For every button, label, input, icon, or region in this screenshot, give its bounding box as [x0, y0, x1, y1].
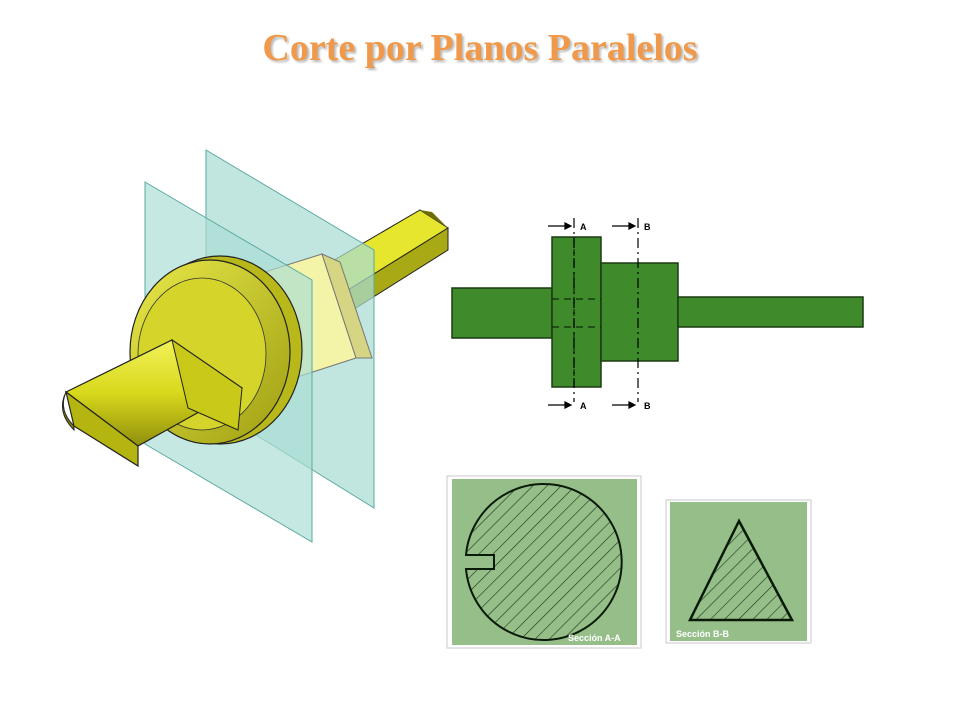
- front-shaft: [61, 338, 244, 468]
- right-shaft-rect: [677, 296, 864, 328]
- arrow-b-bottom: [612, 401, 637, 409]
- arrow-a-bottom: [548, 401, 573, 409]
- section-aa-hatched-disk: [464, 483, 623, 641]
- arrow-b-top: [612, 222, 637, 230]
- section-bb-hatched-triangle: [687, 518, 795, 622]
- section-marker-b-top: B: [644, 222, 651, 232]
- section-marker-a-top: A: [580, 222, 587, 232]
- elevation-view: A B A B: [451, 218, 864, 411]
- isometric-part: [61, 149, 450, 543]
- section-marker-a-bottom: A: [580, 401, 587, 411]
- flange-rect: [551, 236, 602, 388]
- page-title: Corte por Planos Paralelos: [262, 27, 698, 69]
- section-bb-label: Sección B-B: [676, 629, 730, 639]
- section-view-bb: Sección B-B: [665, 499, 812, 644]
- prism-rect: [600, 262, 679, 362]
- left-shaft-rect: [451, 287, 553, 339]
- section-marker-b-bottom: B: [644, 401, 651, 411]
- section-aa-label: Sección A-A: [568, 633, 621, 643]
- section-view-aa: Sección A-A: [446, 475, 642, 649]
- arrow-a-top: [548, 222, 573, 230]
